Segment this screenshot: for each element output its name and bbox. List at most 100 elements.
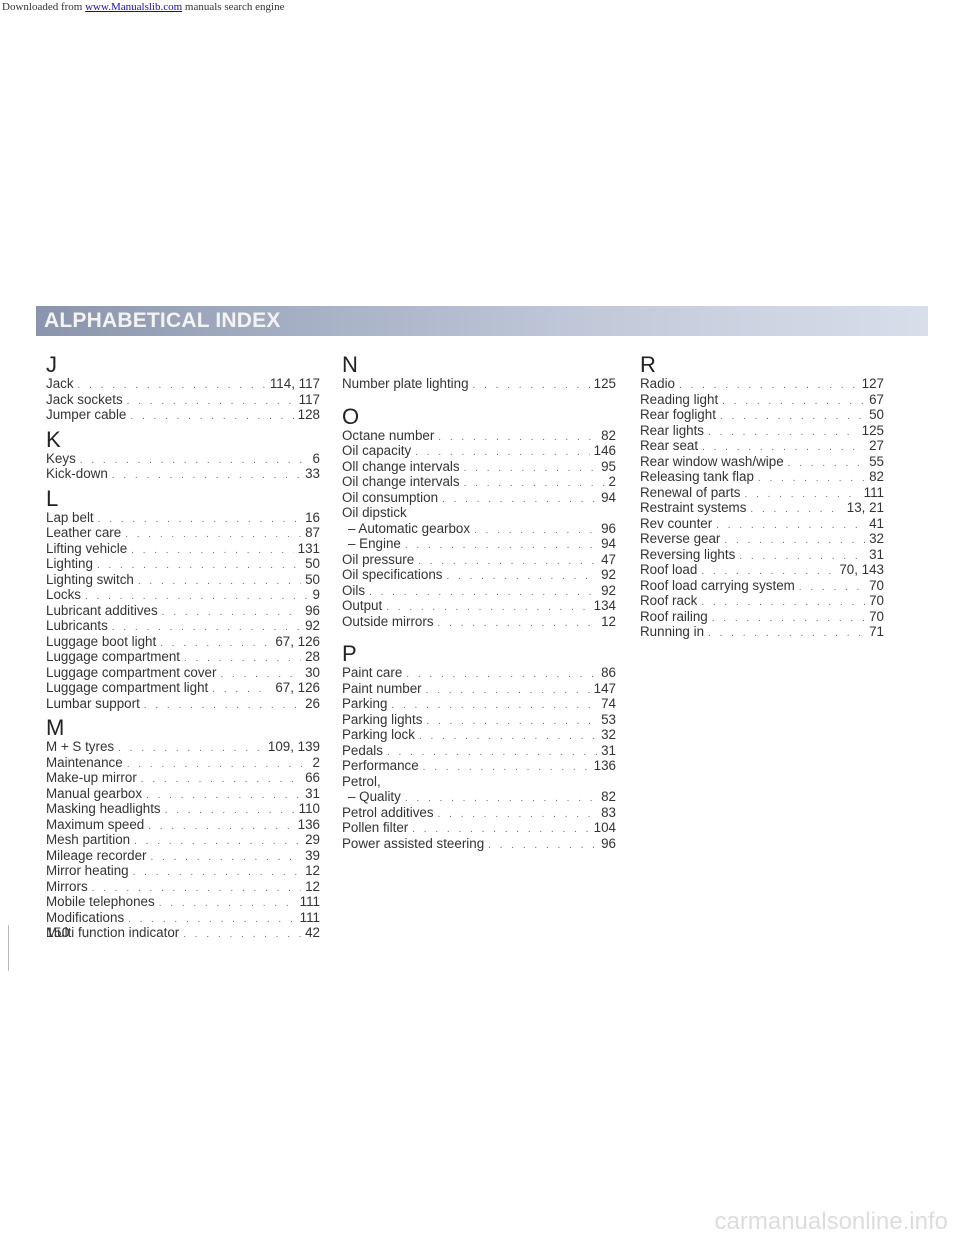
leader-dots bbox=[438, 616, 598, 632]
entry-term: Mobile telephones bbox=[46, 894, 155, 909]
leader-dots bbox=[464, 476, 605, 492]
leader-dots bbox=[474, 523, 597, 539]
leader-dots bbox=[799, 580, 865, 596]
entry-page-ref: 111 bbox=[299, 909, 320, 925]
page-title: ALPHABETICAL INDEX bbox=[44, 309, 281, 332]
entry-page-ref: 96 bbox=[601, 835, 616, 851]
leader-dots bbox=[426, 683, 590, 699]
entry-page-ref: 147 bbox=[593, 680, 616, 696]
leader-dots bbox=[418, 554, 597, 570]
entry-page-ref: 29 bbox=[305, 832, 320, 847]
entry-term: Petrol additives bbox=[342, 804, 434, 820]
leader-dots bbox=[720, 409, 865, 425]
index-entry: Maximum speed136 bbox=[46, 817, 320, 833]
section-letter: N bbox=[342, 352, 358, 377]
index-entry: Reverse gear32 bbox=[640, 531, 884, 547]
leader-dots bbox=[446, 569, 597, 585]
entry-page-ref: 31 bbox=[305, 785, 320, 801]
entry-term: Jack bbox=[46, 376, 74, 391]
leader-dots bbox=[426, 714, 597, 730]
index-section: MM + S tyres109, 139Maintenance2Make-up … bbox=[46, 717, 320, 941]
entry-page-ref: 114, 117 bbox=[269, 376, 320, 391]
index-entry: Oll change intervals95 bbox=[342, 459, 616, 475]
entry-term: – Quality bbox=[348, 789, 401, 804]
entry-term: Rear foglight bbox=[640, 407, 716, 422]
entry-term: Leather care bbox=[46, 525, 122, 540]
index-entry: Mirror heating12 bbox=[46, 863, 320, 879]
index-entry: Rev counter41 bbox=[640, 516, 884, 532]
index-section: RRadio127Reading light67Rear foglight50R… bbox=[640, 354, 884, 640]
leader-dots bbox=[150, 850, 301, 866]
entry-page-ref: 92 bbox=[305, 618, 320, 633]
leader-dots bbox=[146, 788, 301, 804]
index-entry: Masking headlights110 bbox=[46, 801, 320, 817]
entry-term: Jumper cable bbox=[46, 407, 127, 422]
entry-page-ref: 136 bbox=[297, 816, 320, 832]
index-entry: – Quality82 bbox=[342, 789, 616, 805]
index-entry: Luggage compartment28 bbox=[46, 649, 320, 665]
entry-term: Lighting switch bbox=[46, 571, 134, 587]
entry-term: Multi function indicator bbox=[46, 925, 180, 940]
banner-suffix: manuals search engine bbox=[184, 1, 285, 13]
manualslib-link[interactable]: www.Manualslib.com bbox=[85, 1, 183, 13]
index-entry: Running in71 bbox=[640, 624, 884, 640]
entry-page-ref: 70, 143 bbox=[839, 562, 884, 577]
section-letter: J bbox=[46, 352, 57, 377]
entry-term: – Automatic gearbox bbox=[348, 520, 471, 536]
entry-term: Roof load bbox=[640, 562, 698, 577]
leader-dots bbox=[758, 471, 865, 487]
entry-page-ref: 27 bbox=[869, 438, 884, 453]
entry-term: Pedals bbox=[342, 742, 383, 758]
entry-page-ref: 9 bbox=[312, 587, 320, 602]
index-section: KKeys6Kick-down33 bbox=[46, 428, 320, 482]
entry-term: – Engine bbox=[348, 536, 401, 551]
entry-page-ref: 12 bbox=[305, 878, 320, 894]
entry-term: Radio bbox=[640, 376, 675, 391]
entry-page-ref: 87 bbox=[305, 525, 320, 540]
entry-term: Releasing tank flap bbox=[640, 469, 754, 484]
index-entry: Roof load carrying system70 bbox=[640, 578, 884, 594]
index-entry: Lighting switch50 bbox=[46, 572, 320, 588]
entry-page-ref: 67 bbox=[869, 391, 884, 407]
entry-term: Roof railing bbox=[640, 608, 708, 624]
entry-term: Lubricants bbox=[46, 618, 108, 633]
index-entry: Petrol, bbox=[342, 774, 616, 790]
entry-page-ref: 83 bbox=[601, 804, 616, 820]
entry-page-ref: 12 bbox=[305, 863, 320, 878]
entry-term: Outside mirrors bbox=[342, 613, 434, 629]
index-entry: Reading light67 bbox=[640, 392, 884, 408]
entry-page-ref: 96 bbox=[305, 602, 320, 618]
entry-term: Lifting vehicle bbox=[46, 540, 128, 556]
entry-page-ref: 2 bbox=[312, 754, 320, 770]
leader-dots bbox=[722, 394, 865, 410]
entry-term: Luggage compartment light bbox=[46, 680, 209, 695]
entry-page-ref: 110 bbox=[298, 801, 320, 816]
index-entry: Mesh partition29 bbox=[46, 832, 320, 848]
index-entry: Radio127 bbox=[640, 376, 884, 392]
entry-page-ref: 6 bbox=[312, 450, 320, 466]
index-entry: Number plate lighting125 bbox=[342, 376, 616, 392]
leader-dots bbox=[744, 487, 859, 503]
entry-term: Power assisted steering bbox=[342, 835, 485, 851]
entry-page-ref: 2 bbox=[608, 474, 616, 489]
index-entry: Jack 114, 117 bbox=[46, 376, 320, 392]
entry-page-ref: 50 bbox=[869, 407, 884, 422]
entry-page-ref: 94 bbox=[601, 489, 616, 505]
entry-page-ref: 30 bbox=[305, 664, 320, 680]
leader-dots bbox=[127, 394, 295, 410]
entry-page-ref: 47 bbox=[601, 551, 616, 567]
leader-dots bbox=[80, 453, 309, 469]
entry-page-ref: 74 bbox=[601, 696, 616, 711]
entry-term: Oil pressure bbox=[342, 551, 415, 567]
entry-page-ref: 32 bbox=[869, 531, 884, 546]
index-entry: Parking lock32 bbox=[342, 727, 616, 743]
leader-dots bbox=[464, 461, 597, 477]
entry-term: Reversing lights bbox=[640, 546, 736, 562]
leader-dots bbox=[134, 834, 301, 850]
entry-term: Paint care bbox=[342, 665, 403, 680]
entry-term: Lighting bbox=[46, 556, 93, 571]
index-entry: Rear foglight 50 bbox=[640, 407, 884, 423]
entry-page-ref: 86 bbox=[601, 665, 616, 680]
leader-dots bbox=[712, 611, 865, 627]
index-entry: Oil consumption94 bbox=[342, 490, 616, 506]
